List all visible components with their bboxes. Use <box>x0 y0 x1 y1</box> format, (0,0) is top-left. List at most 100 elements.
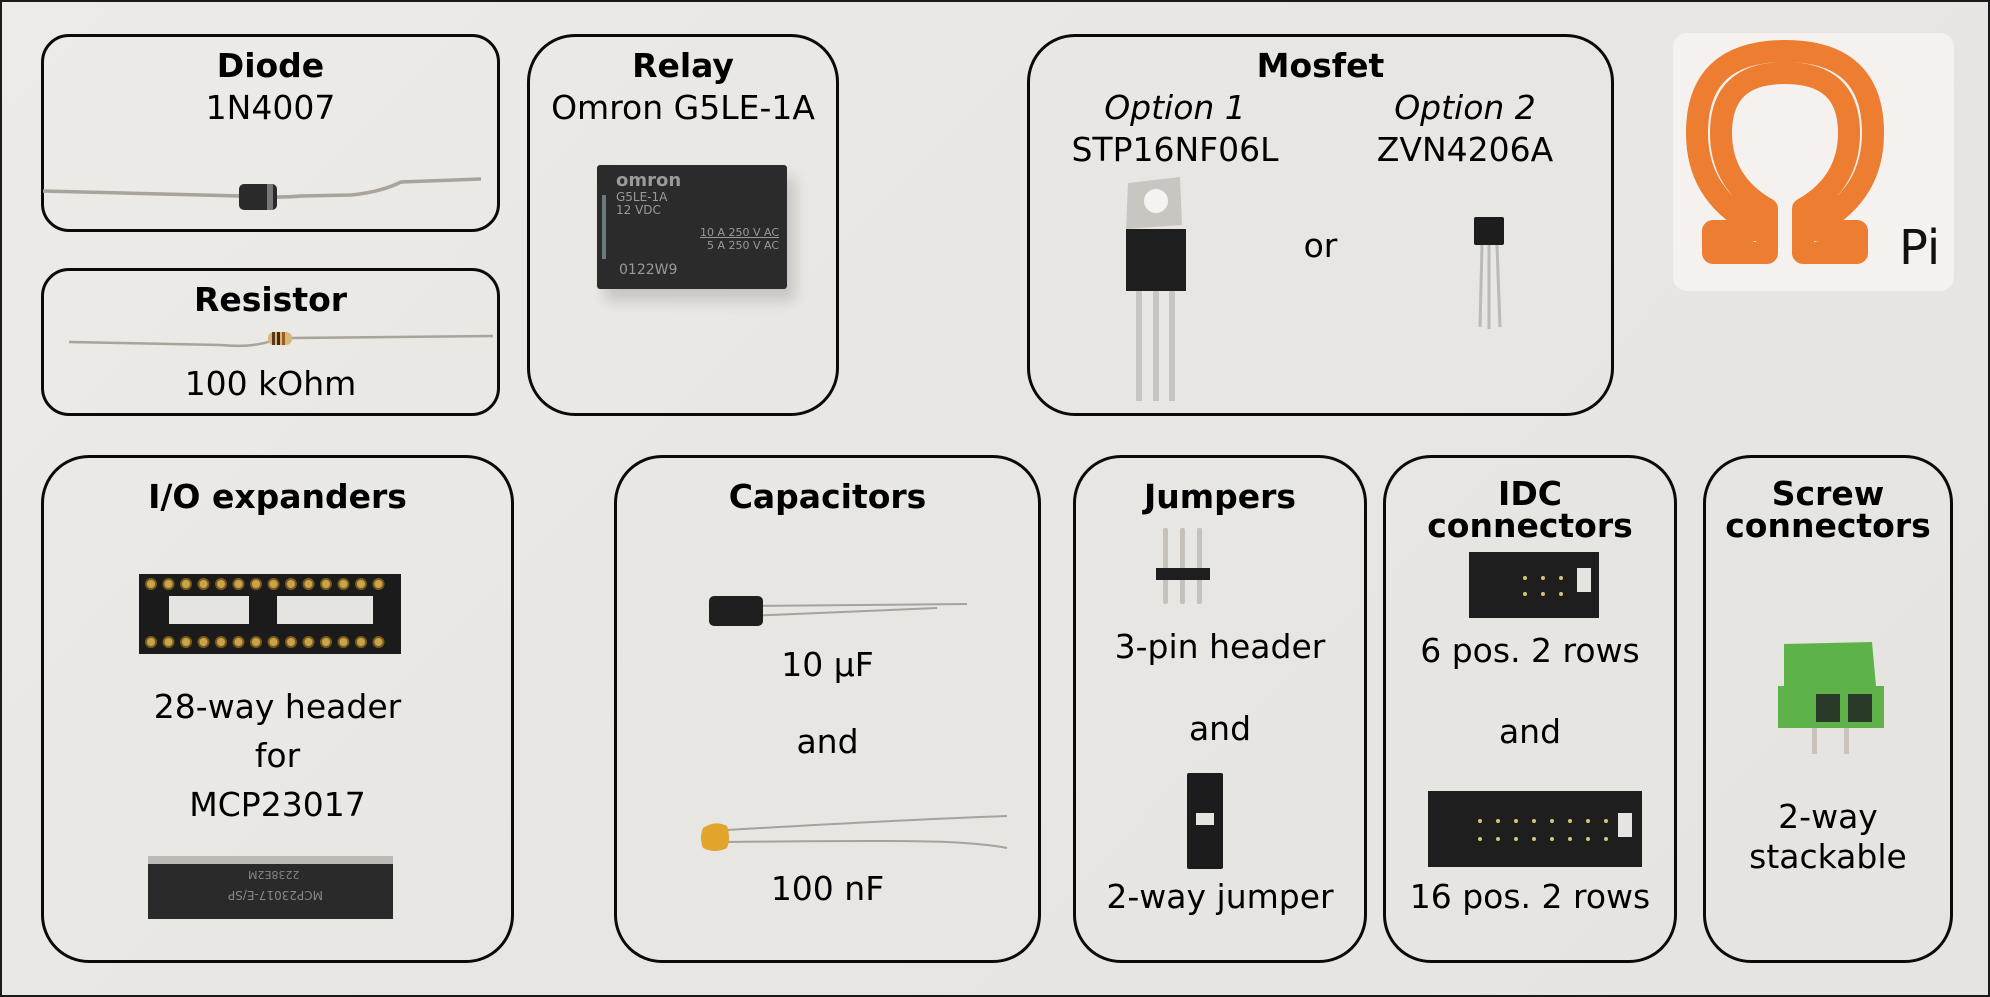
relay-model: G5LE-1A <box>616 190 668 204</box>
electrolytic-capacitor-icon <box>709 596 968 626</box>
panel-title: I/O expanders <box>148 477 407 516</box>
part-number: 1N4007 <box>205 88 336 127</box>
idc-pin <box>1514 837 1518 841</box>
panel-title: Diode <box>216 46 325 85</box>
screw-line-1: 2-way <box>1778 797 1878 836</box>
jumper-cap-icon <box>1187 773 1223 869</box>
to220-mosfet-icon <box>1126 177 1186 401</box>
resistor-icon <box>68 332 494 348</box>
panel-title: Mosfet <box>1256 46 1385 85</box>
socket-pin <box>197 578 210 590</box>
idc-6-icon <box>1469 552 1599 618</box>
logo-text: Pi <box>1899 220 1941 276</box>
socket-pin <box>355 578 367 590</box>
panel-resistor: Resistor 100 kOhm <box>41 268 500 416</box>
screw-line-2: stackable <box>1749 837 1907 876</box>
socket-pin <box>215 578 227 590</box>
socket-pin <box>145 578 157 590</box>
idc-item-2: 16 pos. 2 rows <box>1409 877 1651 916</box>
relay-code: 0122W9 <box>619 262 678 278</box>
io-line-2: for <box>254 736 301 775</box>
panel-title-line-2: connectors <box>1725 506 1931 545</box>
panel-title-line-1: IDC <box>1498 474 1562 513</box>
relay-coil: 12 VDC <box>616 203 661 217</box>
panel-title: Resistor <box>193 280 348 319</box>
option-part: STP16NF06L <box>1071 130 1279 169</box>
idc-pin <box>1478 837 1482 841</box>
panel-jumpers: Jumpers 3-pin header and 2-way jumper <box>1073 455 1367 963</box>
socket-pin <box>162 578 175 590</box>
capacitor-joiner: and <box>796 722 859 761</box>
idc-pin <box>1496 819 1500 823</box>
pin-header-icon <box>1156 528 1210 604</box>
panel-title-line-1: Screw <box>1771 474 1885 513</box>
relay-brand: omron <box>616 170 682 191</box>
idc-pin <box>1514 819 1518 823</box>
mcp23017-chip: 2238E2M MCP23017-E/SP <box>148 856 393 919</box>
socket-pin <box>232 578 245 590</box>
io-line-3: MCP23017 <box>189 785 366 824</box>
socket-pin <box>372 578 385 590</box>
relay-rating-2: 5 A 250 V AC <box>706 239 779 252</box>
socket-pin <box>337 636 350 648</box>
socket-pin <box>267 578 280 590</box>
socket-pin <box>215 636 227 648</box>
part-number: Omron G5LE-1A <box>551 88 815 127</box>
socket-pin <box>232 636 245 648</box>
resistor-value: 100 kOhm <box>184 364 357 403</box>
panel-screw-connectors: Screw connectors 2-way stackable <box>1703 455 1953 963</box>
socket-pin <box>267 636 280 648</box>
panel-title-line-2: connectors <box>1427 506 1633 545</box>
idc-pin <box>1496 837 1500 841</box>
panel-capacitors: Capacitors 10 µF and 100 nF <box>614 455 1041 963</box>
panel-title: Capacitors <box>728 477 927 516</box>
socket-pin <box>337 578 350 590</box>
relay-rating-1: 10 A 250 V AC <box>699 226 779 239</box>
panel-title: Jumpers <box>1143 477 1297 516</box>
panel-title: Relay <box>632 46 734 85</box>
dip28-socket-icon <box>139 574 401 654</box>
socket-pin <box>372 636 385 648</box>
idc-item-1: 6 pos. 2 rows <box>1420 631 1640 670</box>
io-line-1: 28-way header <box>153 687 402 726</box>
socket-pin <box>302 636 315 648</box>
idc-pin <box>1550 837 1554 841</box>
idc-pin <box>1586 837 1590 841</box>
ceramic-capacitor-icon <box>701 815 1008 851</box>
idc-pin <box>1532 837 1536 841</box>
idc-pin <box>1604 819 1608 823</box>
idc-pin <box>1550 819 1554 823</box>
option-label: Option 2 <box>1394 88 1536 127</box>
idc-pin <box>1568 819 1572 823</box>
socket-pin <box>320 636 332 648</box>
idc-pin <box>1478 819 1482 823</box>
jumper-joiner: and <box>1188 709 1252 748</box>
idc-16-icon <box>1428 791 1642 867</box>
idc-pin <box>1532 819 1536 823</box>
relay-component: omron G5LE-1A 12 VDC 10 A 250 V AC 5 A 2… <box>597 165 787 289</box>
jumper-item-1: 3-pin header <box>1114 627 1326 666</box>
socket-pin <box>285 636 297 648</box>
diode-icon <box>42 177 482 210</box>
panel-idc-connectors: IDC connectors 6 pos. 2 rows and 16 pos.… <box>1383 455 1677 963</box>
jumper-item-2: 2-way jumper <box>1106 877 1334 916</box>
panel-mosfet: Mosfet Option 1 STP16NF06L Option 2 ZVN4… <box>1027 34 1614 416</box>
screw-terminal-icon <box>1778 642 1884 754</box>
socket-pin <box>355 636 367 648</box>
socket-pin <box>250 578 262 590</box>
to92-mosfet-icon <box>1474 217 1504 329</box>
idc-pin <box>1568 837 1572 841</box>
capacitor-value-2: 100 nF <box>770 869 885 908</box>
option-label: Option 1 <box>1104 88 1246 127</box>
socket-pin <box>320 578 332 590</box>
option-separator: or <box>1303 226 1338 265</box>
chip-code: 2238E2M <box>248 868 300 881</box>
idc-pin <box>1604 837 1608 841</box>
socket-pin <box>197 636 210 648</box>
socket-pin <box>250 636 262 648</box>
panel-io-expanders: I/O expanders 28-way header for MCP23017… <box>41 455 514 963</box>
omega-pi-logo: Pi <box>1673 33 1954 291</box>
panel-relay: Relay Omron G5LE-1A omron G5LE-1A 12 VDC… <box>527 34 839 416</box>
socket-pin <box>302 578 315 590</box>
capacitor-value-1: 10 µF <box>781 645 874 684</box>
